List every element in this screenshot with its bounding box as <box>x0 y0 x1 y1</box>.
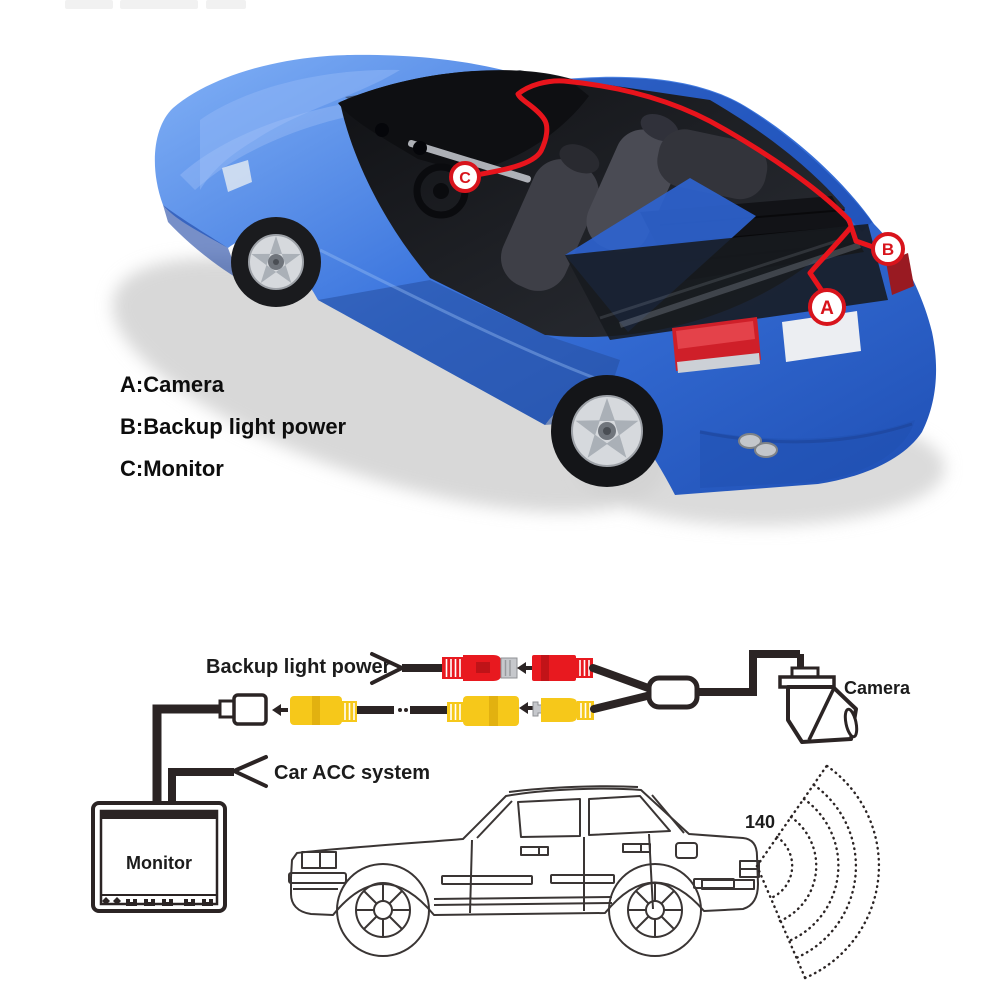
marker-b-badge: B <box>871 232 905 266</box>
backup-power-prong-icon <box>370 652 404 685</box>
hood-highlight <box>200 69 400 190</box>
marker-a-badge: A <box>808 288 846 326</box>
monitor-label: Monitor <box>126 853 192 873</box>
car-acc-label: Car ACC system <box>274 762 430 784</box>
acc-prong-icon <box>232 755 268 788</box>
marker-a-letter: A <box>820 298 834 319</box>
marker-c-badge: C <box>449 161 481 193</box>
sedan-rear-wheel <box>608 863 702 957</box>
license-plate <box>782 311 861 362</box>
dash-vent <box>413 141 427 155</box>
barrel-connector <box>218 693 268 726</box>
wiring-diagram: Backup light power <box>91 650 911 982</box>
camera-angle-label: 140 <box>745 812 775 832</box>
sedan-line-drawing <box>288 785 760 957</box>
exhaust-tip <box>754 442 778 458</box>
cable-junction <box>646 675 700 710</box>
cable-break-dot <box>404 708 408 712</box>
dash-vent <box>375 123 389 137</box>
side-shading <box>318 280 620 425</box>
camera-drawing <box>778 666 859 744</box>
cable-break-dot <box>398 708 402 712</box>
car-cutaway-illustration: C A B <box>112 54 945 526</box>
legend-line-backup-light: B:Backup light power <box>120 414 347 439</box>
front-wheel <box>231 217 321 307</box>
cable-route-main <box>462 78 859 244</box>
monitor-buttons <box>102 897 213 906</box>
left-taillight <box>672 317 761 373</box>
wire-junction-to-camera <box>697 650 800 696</box>
marker-c-letter: C <box>459 170 471 187</box>
plug-direction-arrow-icon <box>519 702 535 714</box>
wire-monitor-to-barrel <box>152 704 221 804</box>
camera-label: Camera <box>844 678 911 698</box>
bumper-crease <box>699 422 913 444</box>
rca-yellow-female-left <box>290 696 357 725</box>
beltline-crease <box>319 248 601 382</box>
front-lower-shading <box>163 205 240 280</box>
wire-red-to-junction <box>589 664 655 693</box>
legend-line-monitor: C:Monitor <box>120 456 224 481</box>
camera-lens <box>843 707 859 739</box>
backup-light-power-label: Backup light power <box>206 656 391 678</box>
cable-branch-a <box>807 224 854 294</box>
rca-red-male <box>442 655 518 681</box>
rear-wheel <box>551 375 663 487</box>
cable-route-overlay <box>462 78 876 294</box>
monitor-drawing: Monitor <box>91 801 227 913</box>
headlight <box>222 160 252 192</box>
steering-hub <box>433 183 449 199</box>
legend: A:Camera B:Backup light power C:Monitor <box>120 372 347 481</box>
rca-red-female <box>532 655 593 681</box>
sedan-front-wheel <box>336 863 430 957</box>
cable-branch-b <box>853 238 876 250</box>
front-seat-left <box>500 144 600 291</box>
camera-detection-fan <box>755 762 881 982</box>
plug-direction-arrow-icon <box>272 704 288 716</box>
exhaust-tip <box>738 433 762 449</box>
faint-watermark-remnant <box>65 0 246 9</box>
wire-yellow-to-junction <box>590 691 655 713</box>
dashboard <box>338 70 589 173</box>
legend-line-camera: A:Camera <box>120 372 225 397</box>
camera-stem <box>797 654 804 670</box>
rca-yellow-female-right <box>447 696 519 726</box>
wire-monitor-to-acc <box>168 768 234 804</box>
sedan-body-outline <box>290 787 759 916</box>
marker-b-letter: B <box>882 240 894 259</box>
plug-direction-arrow-icon <box>517 662 533 674</box>
rca-yellow-male <box>532 698 594 722</box>
